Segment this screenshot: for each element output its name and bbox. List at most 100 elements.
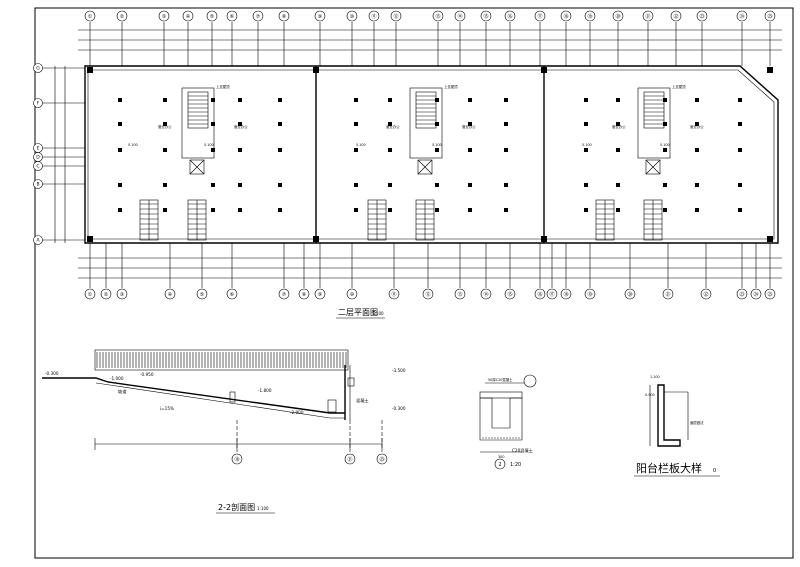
elev-d: -3.500	[392, 368, 406, 373]
bottom-axis-9: ⑨	[314, 243, 326, 300]
detail-callout	[523, 374, 537, 388]
column	[354, 183, 358, 187]
unit-repeats	[139, 87, 671, 241]
column	[163, 122, 167, 126]
column	[118, 208, 122, 212]
svg-text:G: G	[36, 66, 40, 72]
svg-text:①: ①	[88, 14, 93, 20]
column	[616, 148, 620, 152]
column	[118, 148, 122, 152]
left-axis-A: A	[33, 235, 85, 245]
room-level-1: 5.100	[128, 143, 138, 147]
column	[767, 236, 773, 242]
left-axis-E: E	[33, 143, 85, 153]
bottom-axis-6: ⑥	[226, 243, 238, 300]
column	[278, 183, 282, 187]
svg-text:㉑: ㉑	[347, 456, 352, 463]
svg-text:⑩: ⑩	[350, 292, 355, 298]
svg-text:㉑: ㉑	[665, 291, 670, 298]
ramp-label: 坡道	[118, 388, 127, 395]
svg-text:F: F	[37, 101, 40, 107]
svg-text:⑯: ⑯	[537, 291, 542, 298]
column	[313, 236, 319, 242]
svg-text:⑱: ⑱	[234, 456, 239, 463]
detail-conc-note: C20混凝土	[512, 447, 533, 454]
elev-c: -2.900	[290, 410, 304, 415]
bottom-axis-1: ①	[84, 243, 96, 300]
column	[695, 148, 699, 152]
column	[584, 98, 588, 102]
column	[118, 98, 122, 102]
top-axis-19: ⑲	[584, 10, 596, 66]
top-axis-9: ⑨	[314, 10, 326, 66]
base-note: 混凝土	[356, 397, 369, 404]
column	[163, 148, 167, 152]
svg-text:⑬: ⑬	[457, 291, 462, 298]
svg-text:④: ④	[168, 292, 173, 298]
column	[118, 122, 122, 126]
column	[738, 148, 742, 152]
bottom-axis-14: ⑭	[480, 243, 492, 300]
stair-note-2: 上至屋顶	[444, 84, 458, 89]
top-axis-13: ⑬	[432, 10, 444, 66]
room-label-5: 营业办公	[612, 124, 626, 129]
svg-text:⑮: ⑮	[507, 291, 512, 298]
column	[87, 67, 93, 73]
left-axis-F: F	[33, 98, 85, 108]
top-axis-1: ①	[84, 10, 96, 66]
bottom-axis-15: ⑮	[504, 243, 516, 300]
column	[584, 148, 588, 152]
svg-text:⑦: ⑦	[256, 14, 261, 20]
svg-text:㉓: ㉓	[739, 291, 744, 298]
left-axis-G: G	[33, 63, 85, 73]
wall-cap	[347, 377, 355, 387]
column	[616, 122, 620, 126]
column	[435, 122, 439, 126]
svg-text:⑧: ⑧	[302, 292, 307, 298]
bottom-axis-21: ㉑	[662, 243, 674, 300]
section-bubble-21: ㉑	[344, 453, 356, 465]
section-bubble-25: ㉕	[376, 453, 388, 465]
column	[354, 148, 358, 152]
svg-text:⑰: ⑰	[537, 13, 542, 20]
room-level-5: 5.100	[582, 143, 592, 147]
svg-text:⑫: ⑫	[393, 13, 398, 20]
svg-text:⑳: ⑳	[615, 13, 620, 20]
column	[767, 67, 773, 73]
room-level-4: 5.100	[432, 143, 442, 147]
bottom-axis-10: ⑩	[346, 243, 358, 300]
svg-text:⑯: ⑯	[507, 13, 512, 20]
column	[211, 183, 215, 187]
bottom-axis-24: ㉔	[750, 243, 762, 300]
left-axis-C: C	[33, 161, 85, 171]
sheet-border	[34, 7, 794, 559]
svg-text:⑦: ⑦	[282, 292, 287, 298]
bottom-axis-22: ㉒	[700, 243, 712, 300]
column	[584, 208, 588, 212]
column	[388, 148, 392, 152]
column	[238, 208, 242, 212]
column	[278, 208, 282, 212]
top-axis-25: ㉕	[764, 10, 776, 66]
column	[163, 183, 167, 187]
top-axis-10: ⑩	[346, 10, 358, 66]
column	[468, 183, 472, 187]
plan-title: 二层平面图	[338, 308, 378, 317]
bottom-axis-20: ⑳	[624, 243, 636, 300]
column	[435, 208, 439, 212]
room-label-4: 营业办公	[462, 124, 476, 129]
top-axis-18: ⑱	[560, 10, 572, 66]
railing-elev1: 1.100	[650, 375, 660, 379]
column	[354, 98, 358, 102]
structural-columns	[87, 67, 773, 242]
column	[616, 208, 620, 212]
slope-label: i=15%	[160, 406, 174, 411]
left-axis-D: D	[33, 152, 85, 162]
section-scale: 1:100	[257, 506, 269, 511]
exterior-wall	[84, 65, 779, 244]
railing-section	[657, 384, 681, 447]
column	[695, 122, 699, 126]
detail-scale: 1:20	[510, 462, 521, 468]
railing-title-num: 0	[713, 468, 716, 474]
